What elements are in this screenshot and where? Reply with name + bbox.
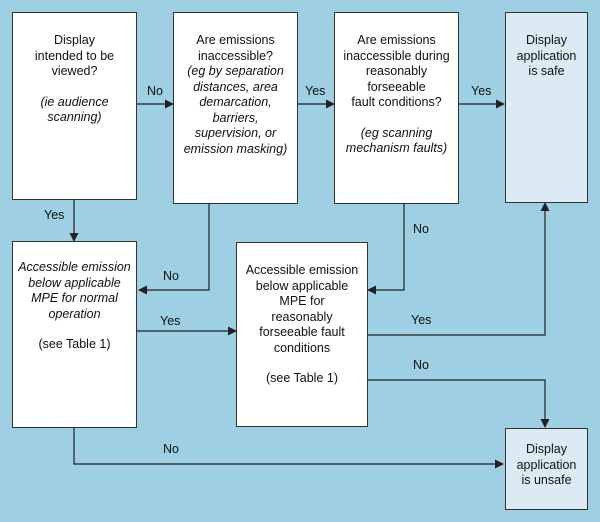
box-text: operation — [48, 306, 101, 321]
box-text: below applicable — [255, 278, 349, 293]
box-mpe-fault: Accessible emission below applicable MPE… — [236, 242, 368, 427]
arrow-mpe-fault-no-to-unsafe — [368, 379, 550, 428]
box-text: inaccessible during — [343, 48, 450, 63]
box-display-unsafe: Display application is unsafe — [505, 428, 588, 510]
edge-label-yes: Yes — [471, 84, 492, 98]
box-text: forseeable — [367, 79, 426, 94]
box-mpe-normal: Accessible emission below applicable MPE… — [12, 241, 137, 428]
box-text: reasonably — [271, 309, 333, 324]
box-text: intended to be — [34, 48, 115, 63]
box-note: (eg scanning — [360, 125, 433, 140]
edge-label-yes: Yes — [305, 84, 326, 98]
box-display-safe: Display application is safe — [505, 12, 588, 203]
box-text: Accessible emission — [245, 263, 359, 277]
box-note: (eg by separation — [187, 64, 284, 78]
box-text: inaccessible? — [197, 48, 274, 63]
box-text: MPE for — [279, 294, 325, 308]
box-text: Are emissions — [357, 33, 436, 47]
arrow-inaccessible-no — [138, 204, 210, 295]
arrow-mpe-fault-yes-to-safe — [368, 202, 550, 336]
box-text: is unsafe — [521, 473, 572, 487]
box-text: Display — [526, 33, 567, 47]
box-text: Accessible emission — [18, 260, 131, 274]
box-text: is safe — [528, 64, 565, 78]
arrow-fault-no — [367, 204, 405, 295]
box-text: viewed? — [51, 64, 98, 78]
box-text: application — [516, 457, 577, 472]
box-text: Display — [526, 442, 567, 456]
arrow-mpe-normal-no-to-unsafe — [73, 428, 504, 469]
box-text: below applicable — [28, 275, 121, 290]
box-emissions-inaccessible: Are emissions inaccessible? (eg by separ… — [173, 12, 298, 204]
box-note: emission masking) — [183, 141, 288, 156]
box-note: supervision, or — [194, 126, 277, 140]
box-note: demarcation, — [199, 95, 272, 109]
box-note: distances, area — [193, 79, 278, 94]
box-note: scanning) — [47, 110, 102, 124]
edge-label-yes: Yes — [411, 313, 432, 327]
edge-label-yes: Yes — [160, 314, 181, 328]
edge-label-yes: Yes — [44, 208, 65, 222]
box-note: barriers, — [212, 110, 259, 125]
box-text: forseeable fault — [259, 325, 345, 339]
edge-label-no: No — [147, 84, 163, 98]
edge-label-no: No — [413, 222, 429, 236]
edge-label-no: No — [163, 442, 179, 456]
box-note: (see Table 1) — [265, 371, 339, 385]
box-text: reasonably — [365, 64, 428, 78]
box-text: fault conditions? — [351, 95, 442, 109]
box-text: application — [516, 48, 577, 63]
box-text: Are emissions — [196, 33, 275, 47]
box-note: (ie audience — [40, 94, 109, 109]
box-text: conditions — [273, 340, 331, 355]
box-note: mechanism faults) — [345, 141, 448, 155]
box-text: MPE for normal — [31, 291, 118, 305]
box-text: Display — [54, 33, 95, 47]
box-emissions-inaccessible-fault: Are emissions inaccessible during reason… — [334, 12, 459, 204]
edge-label-no: No — [413, 358, 429, 372]
box-display-viewed: Display intended to be viewed? (ie audie… — [12, 12, 137, 200]
edge-label-no: No — [163, 269, 179, 283]
box-note: (see Table 1) — [38, 337, 111, 351]
